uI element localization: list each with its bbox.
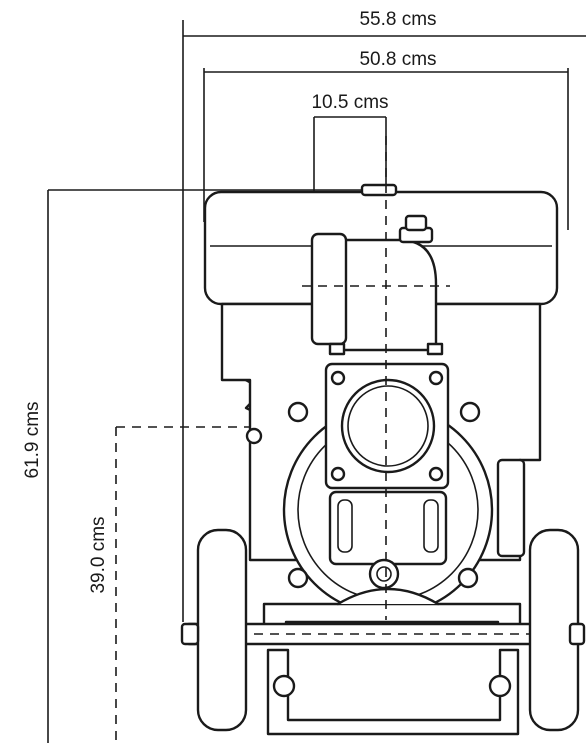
dim-frame-width: 50.8 cms <box>359 49 436 70</box>
centerlines <box>302 136 450 620</box>
dim-overall-width: 55.8 cms <box>359 9 436 30</box>
pump-outline <box>180 183 586 736</box>
dim-outlet-height: 39.0 cms <box>88 516 109 593</box>
dim-outlet-offset: 10.5 cms <box>311 92 388 113</box>
dimension-lines <box>47 20 586 743</box>
dim-overall-height: 61.9 cms <box>22 401 43 478</box>
